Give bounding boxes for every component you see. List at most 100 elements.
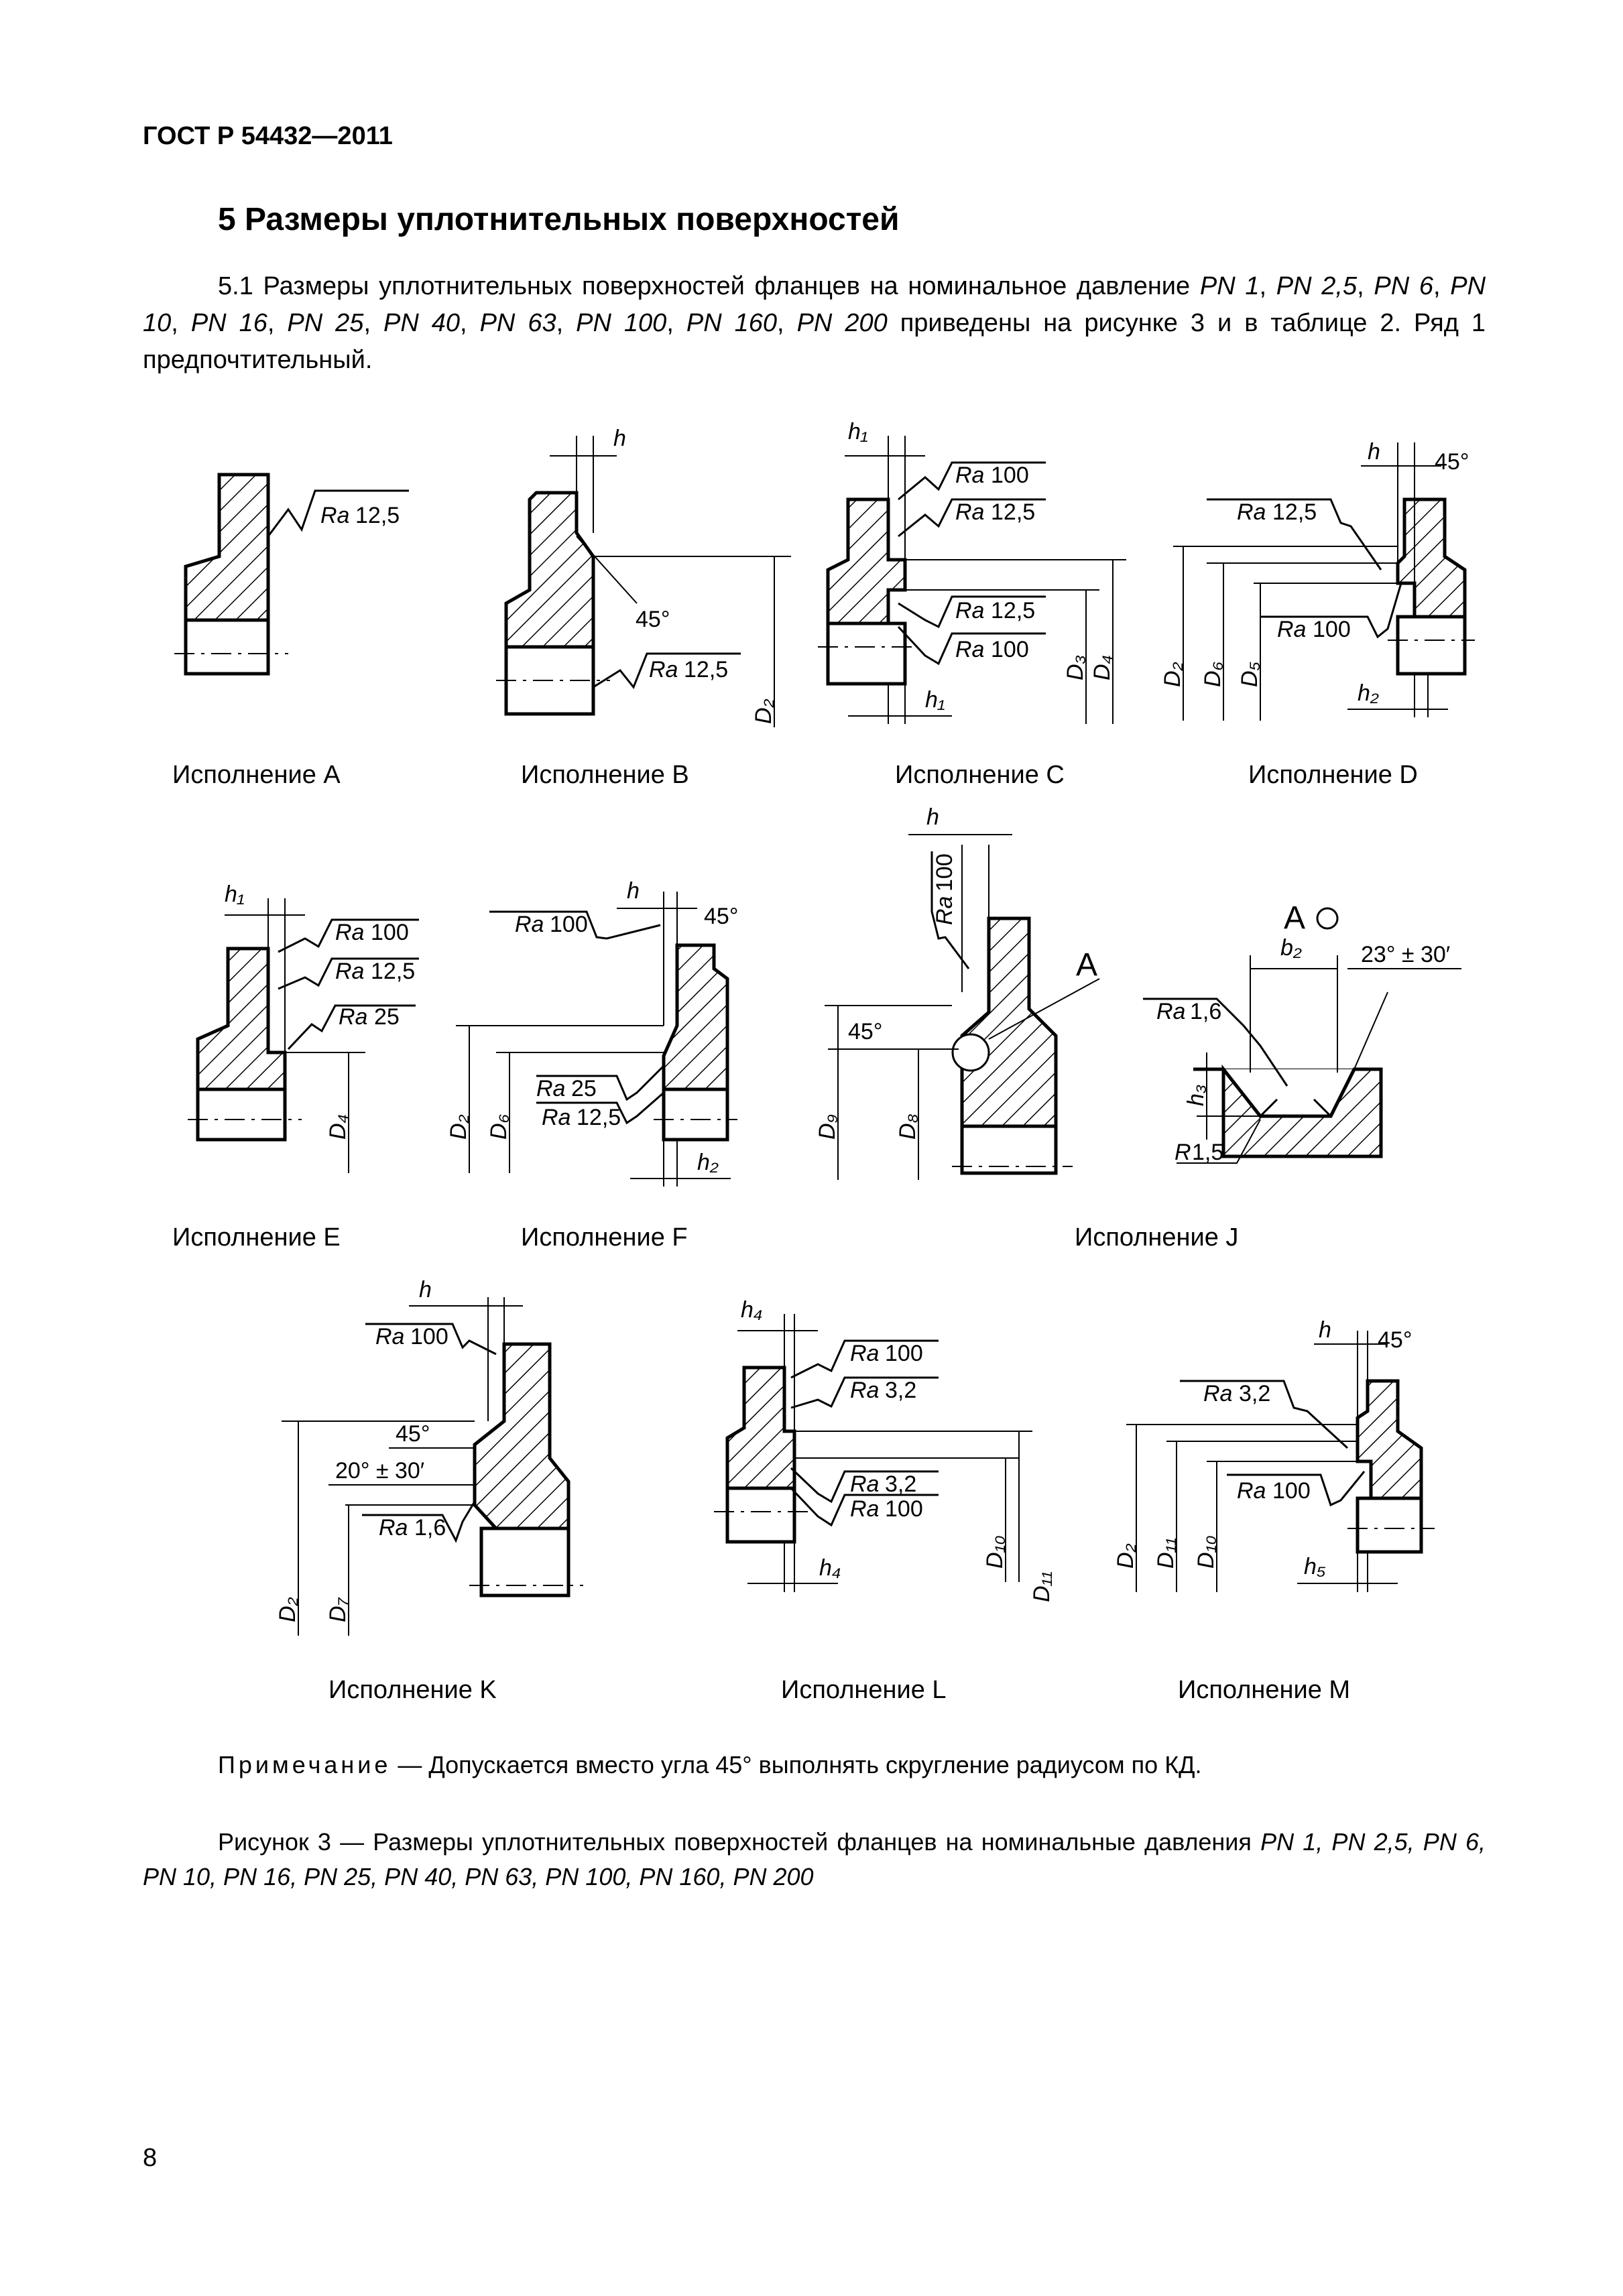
svg-text:Ra: Ra — [335, 920, 364, 945]
svg-text:D₂: D₂ — [751, 699, 776, 724]
svg-text:Ra: Ra — [932, 896, 957, 925]
svg-text:3,2: 3,2 — [1239, 1381, 1270, 1406]
svg-text:D₂: D₂ — [1113, 1543, 1138, 1569]
svg-text:45°: 45° — [704, 904, 738, 929]
svg-text:12,5: 12,5 — [1272, 499, 1317, 525]
svg-text:12,5: 12,5 — [684, 657, 728, 682]
pn-10: PN 10 — [143, 272, 1486, 337]
pn-160: PN 160 — [686, 309, 778, 337]
svg-text:h₂: h₂ — [697, 1150, 719, 1175]
svg-text:Ra: Ra — [955, 598, 984, 623]
svg-text:3,2: 3,2 — [885, 1378, 916, 1403]
caption-variant-l: Исполнение L — [781, 1676, 947, 1704]
svg-text:D₂: D₂ — [275, 1597, 300, 1622]
figure-caption-pn: PN 1, PN 2,5, PN 6, PN 10, PN 16, PN 25,… — [143, 1828, 1486, 1890]
svg-text:45°: 45° — [1435, 449, 1469, 475]
pn-40: PN 40 — [383, 309, 461, 337]
pn-16: PN 16 — [190, 309, 267, 337]
svg-text:Ra: Ra — [542, 1105, 570, 1130]
svg-text:Ra: Ra — [850, 1341, 879, 1366]
svg-text:h: h — [627, 878, 640, 904]
caption-variant-j: Исполнение J — [1075, 1223, 1239, 1252]
svg-text:D₇: D₇ — [325, 1597, 351, 1622]
svg-text:A: A — [1284, 900, 1305, 936]
paragraph-5-1: 5.1 Размеры уплотнительных поверхностей … — [143, 272, 1486, 374]
caption-variant-m: Исполнение М — [1178, 1676, 1351, 1704]
figure-caption-prefix: Рисунок 3 — Размеры уплотнительных повер… — [218, 1828, 1261, 1856]
svg-text:Ra: Ra — [379, 1515, 408, 1540]
svg-text:h: h — [613, 426, 626, 451]
svg-text:Ra: Ra — [536, 1076, 565, 1101]
svg-text:Ra: Ra — [375, 1324, 404, 1349]
note-text: — Допускается вместо угла 45° выполнять … — [391, 1751, 1202, 1778]
svg-text:h: h — [419, 1277, 432, 1303]
svg-text:h: h — [926, 804, 939, 830]
svg-text:45°: 45° — [848, 1019, 882, 1044]
svg-text:D₄: D₄ — [1089, 655, 1115, 680]
svg-text:D₁₀: D₁₀ — [982, 1535, 1008, 1569]
svg-text:12,5: 12,5 — [991, 499, 1035, 525]
section-title: 5 Размеры уплотнительных поверхностей — [218, 202, 900, 237]
svg-text:Ra: Ra — [1156, 999, 1185, 1024]
svg-text:Ra: Ra — [955, 463, 984, 488]
svg-text:20° ± 30′: 20° ± 30′ — [335, 1458, 424, 1484]
drawing-variant-j: h Ra 100 A 45° D₉ D₈ — [815, 804, 1100, 1180]
svg-text:D₄: D₄ — [325, 1114, 351, 1140]
svg-text:45°: 45° — [1378, 1327, 1412, 1353]
pn-25: PN 25 — [287, 309, 364, 337]
svg-text:1,6: 1,6 — [414, 1515, 446, 1540]
pn-6: PN 6 — [1374, 272, 1433, 300]
svg-text:D₁₁: D₁₁ — [1029, 1571, 1055, 1602]
svg-text:Ra: Ra — [955, 499, 984, 525]
svg-text:R: R — [1175, 1140, 1191, 1165]
pn-1: PN 1 — [1199, 272, 1260, 300]
svg-text:D₁₀: D₁₀ — [1193, 1535, 1219, 1569]
svg-text:b₂: b₂ — [1280, 935, 1302, 961]
svg-text:100: 100 — [371, 920, 409, 945]
svg-text:D₂: D₂ — [1160, 662, 1185, 687]
svg-text:Ra: Ra — [1237, 1478, 1266, 1504]
caption-variant-e: Исполнение Е — [172, 1223, 341, 1252]
svg-text:h₄: h₄ — [741, 1297, 763, 1323]
svg-text:Ra: Ra — [335, 959, 364, 984]
svg-text:45°: 45° — [396, 1421, 430, 1447]
figure-note: Примечание — Допускается вместо угла 45°… — [218, 1751, 1202, 1779]
svg-text:h₁: h₁ — [848, 419, 868, 444]
pn-200: PN 200 — [796, 309, 888, 337]
svg-text:45°: 45° — [636, 607, 670, 632]
svg-text:Ra: Ra — [649, 657, 678, 682]
svg-text:25: 25 — [571, 1076, 597, 1101]
svg-text:23° ± 30′: 23° ± 30′ — [1361, 942, 1450, 967]
svg-text:100: 100 — [991, 637, 1029, 662]
svg-text:Ra: Ra — [955, 637, 984, 662]
svg-text:100: 100 — [550, 912, 588, 937]
svg-text:1,5: 1,5 — [1192, 1140, 1223, 1165]
pn-2-5: PN 2,5 — [1276, 272, 1358, 300]
svg-text:D₈: D₈ — [895, 1113, 920, 1140]
svg-text:h₂: h₂ — [1358, 680, 1379, 706]
svg-text:Ra: Ra — [850, 1471, 879, 1497]
document-header: ГОСТ Р 54432—2011 — [143, 122, 393, 150]
paragraph-start: 5.1 Размеры уплотнительных поверхностей … — [218, 272, 1200, 300]
svg-text:100: 100 — [885, 1496, 923, 1522]
svg-text:h₁: h₁ — [225, 882, 245, 907]
svg-text:12,5: 12,5 — [991, 598, 1035, 623]
note-label: Примечание — [218, 1751, 392, 1778]
svg-text:Ra: Ra — [320, 503, 349, 528]
svg-text:Ra: Ra — [339, 1004, 367, 1030]
svg-text:100: 100 — [885, 1341, 923, 1366]
svg-text:25: 25 — [374, 1004, 400, 1030]
svg-text:100: 100 — [1313, 617, 1351, 642]
svg-text:Ra: Ra — [850, 1496, 879, 1522]
caption-variant-f: Исполнение F — [521, 1223, 688, 1252]
svg-text:1,6: 1,6 — [1190, 999, 1221, 1024]
